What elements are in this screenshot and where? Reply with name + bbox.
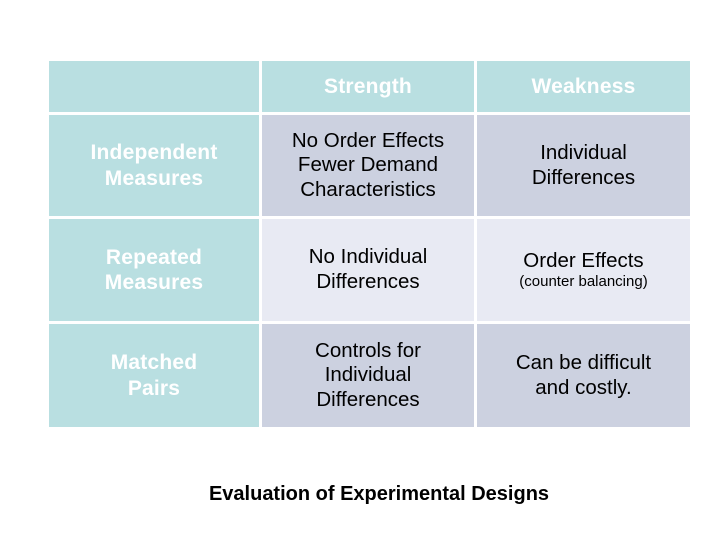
cell-repeated-weakness: Order Effects (counter balancing) [477, 219, 690, 321]
cell-line-2: Individual [324, 363, 412, 387]
cell-line-3: Differences [316, 387, 420, 411]
cell-line-1: Controls for [315, 338, 421, 362]
cell-repeated-strength: No Individual Differences [262, 219, 474, 321]
cell-line-2: Fewer Demand [297, 153, 439, 177]
cell-matched-strength: Controls for Individual Differences [262, 324, 474, 427]
table-row-matched-pairs: Matched Pairs Controls for Individual Di… [49, 324, 690, 427]
row-label-line-2: Measures [104, 166, 204, 190]
table-header-row: Strength Weakness [49, 61, 690, 112]
cell-line-1: No Individual [308, 245, 428, 269]
column-header-strength: Strength [262, 61, 474, 112]
cell-line-1: No Order Effects [291, 128, 445, 152]
cell-independent-strength: No Order Effects Fewer Demand Characteri… [262, 115, 474, 216]
column-header-weakness: Weakness [477, 61, 690, 112]
cell-independent-weakness: Individual Differences [477, 115, 690, 216]
slide-caption: Evaluation of Experimental Designs [208, 483, 550, 505]
cell-line-3: Characteristics [300, 177, 436, 201]
cell-line-1: Individual [540, 140, 627, 164]
row-label-line-2: Pairs [127, 376, 181, 400]
table-row-independent-measures: Independent Measures No Order Effects Fe… [49, 115, 690, 216]
row-label-independent-measures: Independent Measures [49, 115, 259, 216]
evaluation-comparison-table: Strength Weakness Independent Measures N… [46, 58, 693, 430]
cell-line-2: Differences [531, 165, 636, 189]
table-corner-cell [49, 61, 259, 112]
cell-line-2: Differences [316, 270, 420, 293]
cell-line-2: and costly. [535, 375, 632, 399]
table-row-repeated-measures: Repeated Measures No Individual Differen… [49, 219, 690, 321]
row-label-line-1: Independent [90, 141, 218, 165]
cell-line-1: Order Effects [523, 248, 644, 272]
row-label-matched-pairs: Matched Pairs [49, 324, 259, 427]
cell-line-1: Can be difficult [515, 350, 652, 374]
row-label-line-1: Matched [110, 351, 198, 375]
row-label-line-1: Repeated [105, 245, 203, 269]
table-header: Strength Weakness [49, 61, 690, 112]
cell-matched-weakness: Can be difficult and costly. [477, 324, 690, 427]
table-body: Independent Measures No Order Effects Fe… [49, 115, 690, 427]
row-label-line-2: Measures [104, 271, 204, 294]
cell-subnote: (counter balancing) [519, 273, 648, 291]
row-label-repeated-measures: Repeated Measures [49, 219, 259, 321]
